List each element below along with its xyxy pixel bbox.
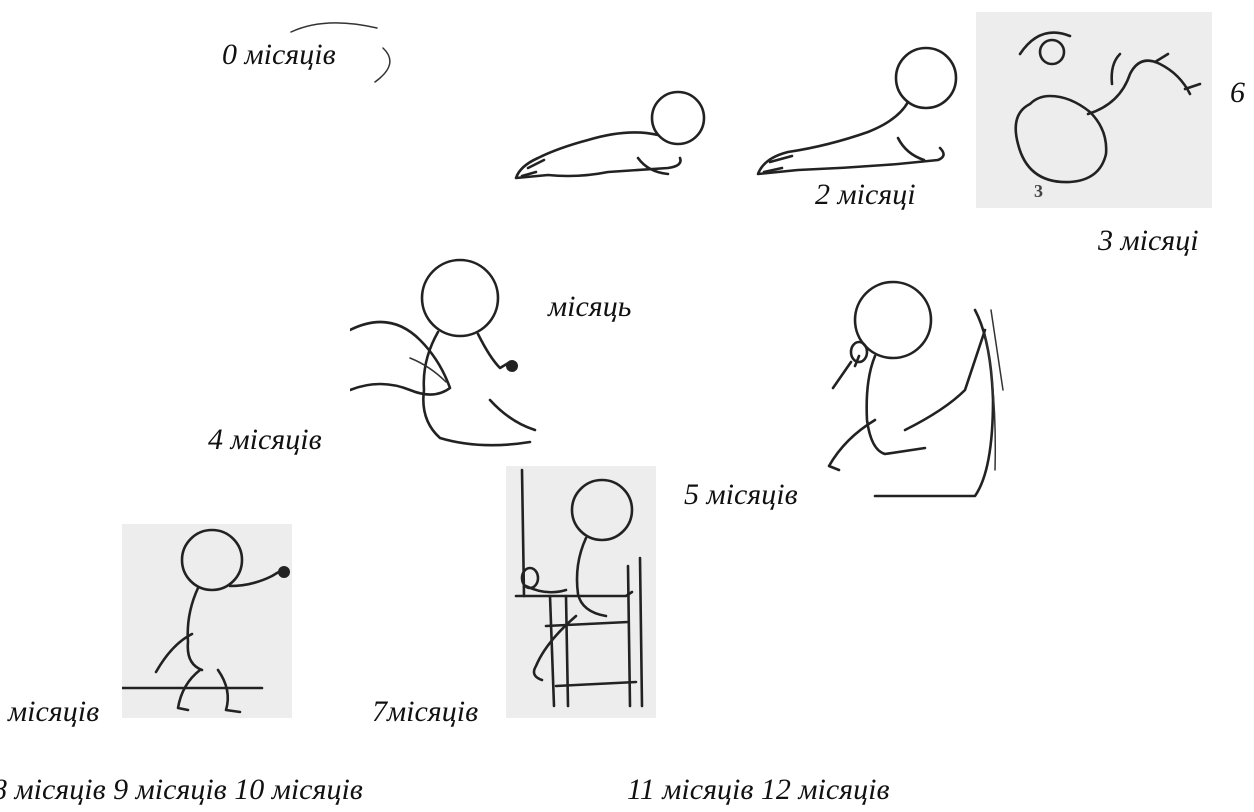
label-4-months: 4 місяців: [208, 425, 322, 455]
label-bottom-right: 11 місяців 12 місяців: [627, 775, 889, 805]
label-6: 6: [1230, 78, 1245, 108]
label-months-left: місяців: [8, 697, 99, 727]
label-month: місяць: [548, 292, 631, 322]
baby-standing-rail-illustration: [122, 524, 292, 718]
baby-sitting-supported-illustration: [350, 250, 550, 460]
label-5-months: 5 місяців: [684, 480, 798, 510]
baby-high-chair-illustration: [506, 466, 656, 718]
label-7-months: 7місяців: [372, 697, 478, 727]
bracket-decoration: [285, 18, 405, 93]
baby-prone-newborn-illustration: [508, 80, 728, 190]
label-3-months: 3 місяці: [1098, 226, 1199, 256]
baby-sitting-rattle-illustration: [815, 270, 1015, 510]
baby-on-back-illustration: [990, 14, 1210, 204]
label-bottom-left: 8 місяців 9 місяців 10 місяців: [0, 775, 363, 805]
baby-prone-head-raised-illustration: [748, 40, 988, 190]
